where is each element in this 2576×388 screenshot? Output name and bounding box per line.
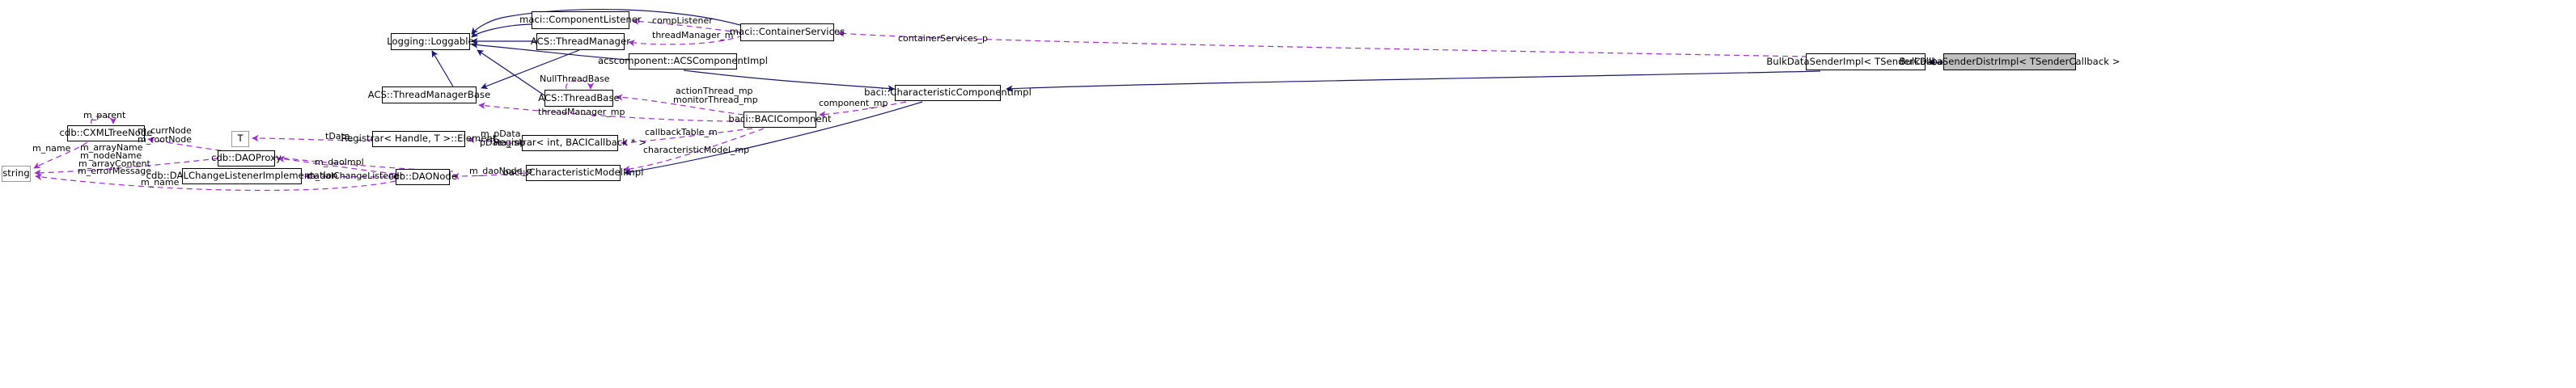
edge-threadmanagerbase-loggable — [431, 50, 454, 87]
class-node-label: Registrar< int, BACICallback * > — [493, 137, 647, 149]
class-node-characteristiccomponentimpl[interactable]: baci::CharacteristicComponentImpl — [864, 85, 1032, 101]
edge-label-tdata: tData — [325, 131, 350, 141]
class-node-label: Logging::Loggable — [387, 35, 474, 47]
edge-characteristicmodel-mp — [623, 128, 765, 173]
edge-m-dalchangelistener — [304, 172, 396, 180]
edge-label-m_name_bottom: m_name — [141, 177, 180, 188]
edge-label-m_rootnode: m_rootNode — [138, 134, 192, 145]
class-node-label: maci::ContainerServices — [729, 26, 845, 38]
edge-threadmanager-mp — [478, 102, 743, 122]
class-node-label: ACS::ThreadBase — [538, 91, 620, 103]
edge-characteristiccomponentimpl-characteristicmodelimpl — [624, 101, 923, 175]
edge-label-threadmanager_m: threadManager_m — [652, 30, 734, 40]
edge-label-nullthreadbase: NullThreadBase — [540, 74, 610, 84]
edge-acscomponentimpl-loggable — [471, 41, 629, 61]
edge-label-callbacktable_m: callbackTable_m — [645, 127, 718, 137]
edge-label-m_errormessage: m_errorMessage — [78, 166, 152, 176]
edge-acscomponentimpl-characteristiccomponentimpl — [683, 70, 895, 92]
edge-m-daoimpl — [278, 155, 396, 175]
edge-label-m_currnode: m_currNode — [138, 125, 192, 136]
edge-m-name-cxmltreenode — [33, 141, 88, 169]
class-node-loggable[interactable]: Logging::Loggable — [387, 33, 474, 50]
class-node-label: cdb::CXMLTreeNode — [59, 127, 153, 139]
edge-label-m_daonode_p: m_daoNode_p — [469, 166, 532, 176]
class-node-label: acscomponent::ACSComponentImpl — [597, 55, 769, 67]
class-node-threadmanagerbase[interactable]: ACS::ThreadManagerBase — [368, 86, 490, 103]
edge-label-m_pdata: m_pData — [481, 129, 521, 139]
edge-threadmanager-m — [628, 35, 744, 47]
class-node-daoproxy[interactable]: cdb::DAOProxy — [211, 150, 282, 167]
class-node-bulkdatasenderdistrimpl[interactable]: BulkDataSenderDistrImpl< TSenderCallback… — [1900, 53, 2120, 70]
edge-containerservices-p — [837, 30, 1808, 57]
edge-bulkdatasenderimpl-characteristiccomponentimpl — [1006, 70, 1821, 92]
edge-tdata — [252, 134, 373, 142]
edge-label-m_arraycontent: m_arrayContent — [78, 158, 150, 169]
edge-label-monitorthread_mp: monitorThread_mp — [673, 95, 758, 105]
edge-label-m_daoimpl: m_daoImpl — [315, 157, 364, 167]
class-node-characteristicmodelimpl[interactable]: baci::CharacteristicModelImpl — [502, 165, 643, 181]
class-node-label: baci::BACIComponent — [728, 113, 832, 125]
class-node-label: string — [2, 167, 30, 179]
edge-m-name-daonode — [35, 173, 396, 192]
edge-complistener — [632, 18, 741, 33]
class-node-acscomponentimpl[interactable]: acscomponent::ACSComponentImpl — [598, 53, 768, 70]
class-node-label: ACS::ThreadManagerBase — [367, 88, 491, 100]
class-node-t[interactable]: T — [231, 131, 249, 147]
edge-componentlistener-loggable — [471, 23, 532, 38]
edge-label-threadmanager_mp: threadManager_mp — [538, 107, 625, 117]
edge-label-m_nodename: m_nodeName — [80, 150, 142, 161]
class-node-label: Registrar< Handle, T >::Element — [341, 133, 497, 145]
class-node-string[interactable]: string — [2, 166, 31, 182]
class-node-threadmanager[interactable]: ACS::ThreadManager — [531, 33, 630, 50]
edge-label-component_mp: component_mp — [819, 98, 888, 108]
edge-label-containerservices_p: containerServices_p — [898, 33, 988, 44]
edge-label-m_parent: m_parent — [83, 110, 126, 120]
class-node-label: BulkDataSenderDistrImpl< TSenderCallback… — [1899, 55, 2121, 67]
class-node-bulkdatasenderimpl[interactable]: BulkDataSenderImpl< TSenderCallback > — [1766, 53, 1965, 70]
class-node-label: cdb::DAONode — [388, 171, 458, 183]
class-node-threadbase[interactable]: ACS::ThreadBase — [538, 90, 620, 107]
edge-label-m_name_top: m_name — [32, 143, 71, 154]
class-node-label: cdb::DAOProxy — [211, 152, 282, 164]
class-node-label: cdb::DALChangeListenerImplementation — [146, 170, 338, 182]
edge-label-complistener: compListener — [652, 15, 713, 26]
class-node-dalchangelistenerimpl[interactable]: cdb::DALChangeListenerImplementation — [146, 168, 337, 184]
class-node-registrar_handle[interactable]: Registrar< Handle, T >::Element — [341, 131, 496, 147]
class-node-daonode[interactable]: cdb::DAONode — [388, 169, 457, 185]
class-node-bacicomponent[interactable]: baci::BACIComponent — [728, 112, 832, 128]
edge-label-m_dalchangelistener: m_dalChangeListener — [307, 171, 404, 181]
edge-threadmanager-threadmanagerbase — [481, 49, 580, 90]
edge-label-pdata_mp: pData_mp — [480, 137, 526, 148]
class-node-registrar_int[interactable]: Registrar< int, BACICallback * > — [494, 135, 646, 151]
class-node-containerservices[interactable]: maci::ContainerServices — [730, 23, 845, 41]
edge-label-characteristicmodel_mp: characteristicModel_mp — [643, 145, 750, 155]
edge-nullthreadbase-self — [566, 79, 595, 90]
class-node-cxmltreenode[interactable]: cdb::CXMLTreeNode — [60, 125, 152, 141]
class-node-label: baci::CharacteristicModelImpl — [502, 167, 644, 179]
edge-cxmltreenode-string-fields — [34, 158, 219, 176]
edge-label-m_arrayname: m_arrayName — [80, 142, 143, 153]
class-node-label: maci::ComponentListener — [519, 14, 642, 26]
edge-actionthread-monitorthread-mp — [616, 94, 744, 116]
edge-m-pdata-pdata-mp — [468, 136, 523, 144]
class-node-componentlistener[interactable]: maci::ComponentListener — [519, 11, 642, 29]
class-node-label: baci::CharacteristicComponentImpl — [864, 86, 1032, 99]
edge-threadbase-loggable — [477, 49, 545, 96]
class-node-label: ACS::ThreadManager — [530, 35, 631, 47]
edge-label-actionthread_mp: actionThread_mp — [676, 86, 753, 96]
edge-component-mp — [819, 101, 907, 118]
class-node-label: BulkDataSenderImpl< TSenderCallback > — [1766, 55, 1965, 67]
edge-callbacktable-m — [621, 128, 753, 146]
edge-m-parent-self — [91, 115, 117, 124]
class-node-label: T — [237, 133, 244, 145]
